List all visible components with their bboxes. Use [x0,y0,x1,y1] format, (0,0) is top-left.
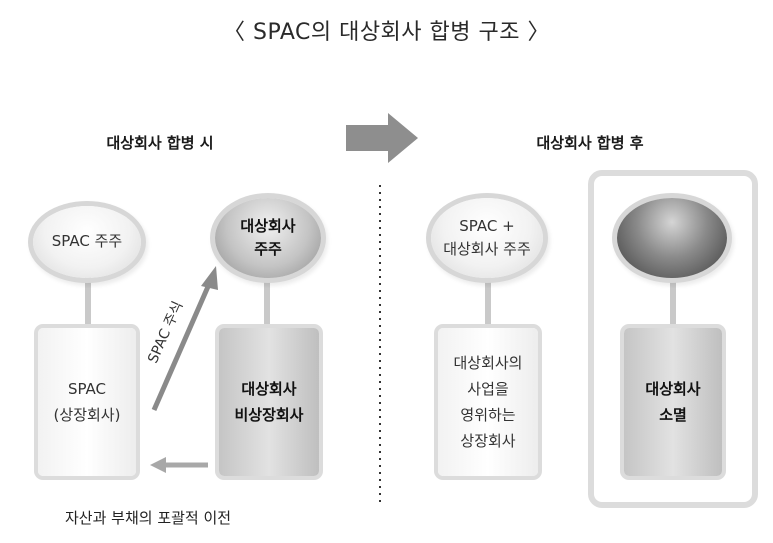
target-unlisted-company-box: 대상회사 비상장회사 [219,328,319,476]
target-shareholders-label: 대상회사 주주 [240,216,296,258]
asset-transfer-caption: 자산과 부채의 포괄적 이전 [65,509,232,527]
asset-transfer-arrow-icon [150,457,208,473]
before-merger-header: 대상회사 합병 시 [106,134,214,152]
connector-dissolved-stem [670,260,676,328]
connector-target-stem [264,258,270,328]
target-shareholders-node: 대상회사 주주 [215,198,321,278]
listed-operating-company-box: 대상회사의 사업을 영위하는 상장회사 [438,328,538,476]
spac-box-label: SPAC (상장회사) [53,379,121,424]
target-box-label: 대상회사 비상장회사 [234,379,304,424]
spac-shareholders-label: SPAC 주주 [51,232,123,251]
spac-share-arrow-icon [151,266,218,412]
connector-spac-stem [85,258,91,328]
dissolved-shareholders-node [617,198,727,278]
page-title: 〈 SPAC의 대상회사 합병 구조 〉 [223,20,550,45]
spac-listed-company-box: SPAC (상장회사) [38,328,136,476]
after-merger-header: 대상회사 합병 후 [536,134,644,152]
combined-shareholders-node: SPAC + 대상회사 주주 [431,198,543,278]
transition-arrow-icon [346,113,418,163]
listed-company-label: 대상회사의 사업을 영위하는 상장회사 [453,353,523,451]
dissolved-box-label: 대상회사 소멸 [645,379,701,424]
connector-combined-stem [485,260,491,328]
spac-shareholders-node: SPAC 주주 [33,206,141,278]
section-divider [379,185,381,503]
combined-shareholders-label: SPAC + 대상회사 주주 [443,216,531,258]
dissolved-target-company-box: 대상회사 소멸 [624,328,722,476]
dissolved-company-frame [588,170,758,508]
